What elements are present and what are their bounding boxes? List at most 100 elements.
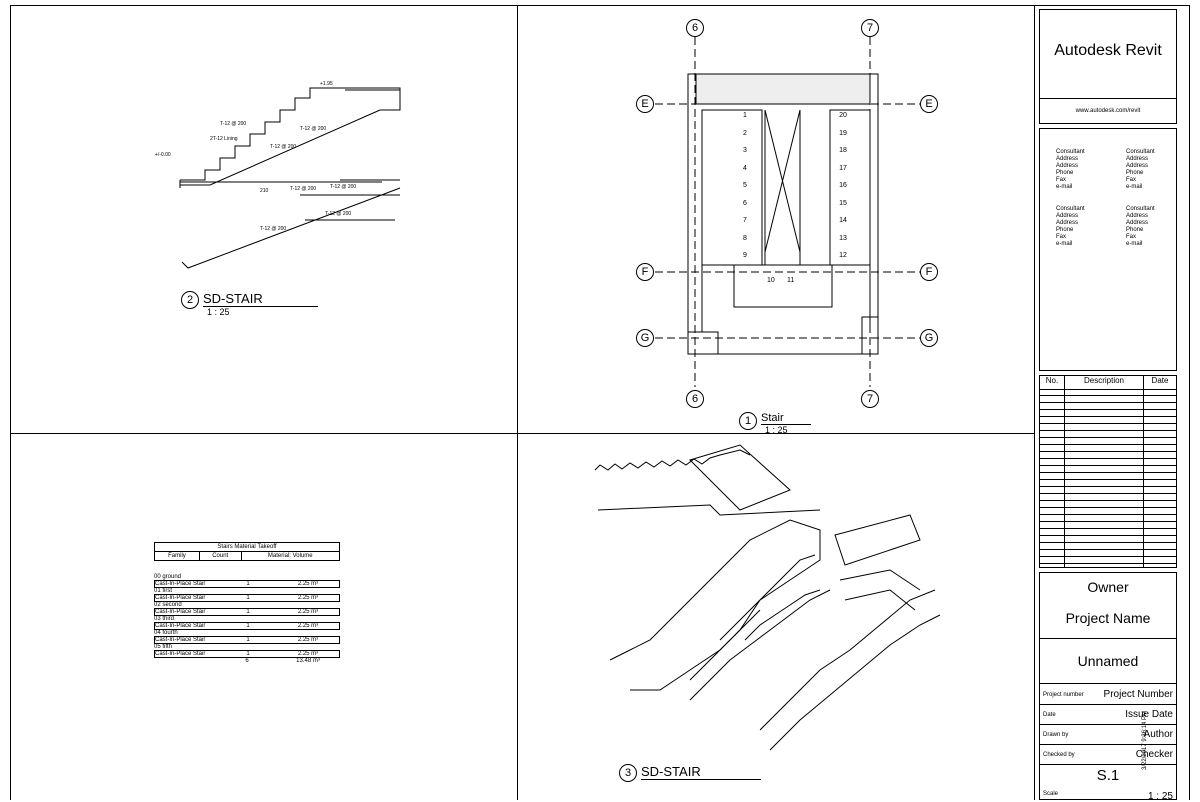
step-tag: 6 [743,199,747,207]
view-scale-1: 1 : 25 [765,425,788,435]
view-title-1: 1 Stair 1 : 25 [739,412,811,435]
step-tag: 15 [839,199,847,207]
svg-text:+1.95: +1.95 [320,81,333,87]
stair-section-detail: +1.95 T-12 @ 200 T-12 @ 200 T-12 @ 200 2… [155,81,401,269]
grid-bubble-e-right: E [920,95,938,113]
stair-plan [655,37,920,387]
brand-logo: Autodesk Revit [1054,42,1162,59]
grid-bubble-g-right: G [920,329,938,347]
step-tag-10: 10 [767,277,775,284]
owner-label: Owner [1087,579,1129,595]
step-tag: 1 [743,112,747,119]
stair-3d-rebar-view [594,444,941,751]
svg-text:+/-0.00: +/-0.00 [155,152,171,158]
step-tag: 20 [839,112,847,119]
rebar-lower [181,187,401,269]
svg-text:T-12 @ 200: T-12 @ 200 [325,211,351,217]
step-tag: 7 [743,217,747,224]
schedule-level: 03 third [154,616,175,622]
svg-text:T-12 @ 200: T-12 @ 200 [290,186,316,192]
grid-bubble-7-top: 7 [861,19,879,37]
project-name: Project Name [1065,610,1151,626]
step-tag: 5 [743,182,747,189]
grid-bubble-e-left: E [636,95,654,113]
svg-text:T-12 @ 200: T-12 @ 200 [270,144,296,150]
step-tag: 17 [839,164,847,172]
titleblock-divider [1034,5,1035,800]
view-number-1: 1 [739,412,757,430]
schedule-level: 00 ground [154,574,182,580]
step-tag: 12 [839,252,847,259]
schedule-level: 02 second [154,602,182,608]
divider-horizontal [10,433,1034,434]
titleblock-brand-box: Autodesk Revit www.autodesk.com/revit [1039,9,1177,124]
step-tag: 14 [839,217,847,224]
material-takeoff-schedule: Stairs Material Takeoff Family Count Mat… [154,542,341,561]
revision-header: No. Description Date [1040,376,1176,390]
stair-soffit [180,109,381,186]
print-timestamp: 3/22/2017 9:36:14 PM [1142,710,1148,770]
schedule-header: Family [154,551,200,561]
brand-url: www.autodesk.com/revit [1075,108,1141,114]
grid-bubble-6-top: 6 [686,19,704,37]
project-info-box: Owner Project Name Unnamed Project numbe… [1039,572,1177,802]
sheet-number: S.1 [1096,767,1120,784]
schedule-header: Count [198,551,242,561]
svg-text:T-12 @ 200: T-12 @ 200 [260,226,286,232]
stair-profile [180,87,401,181]
view-number-2: 2 [181,291,199,309]
sheet-border [10,5,1190,800]
svg-text:T-12 @ 200: T-12 @ 200 [300,126,326,132]
step-tag: 19 [839,129,847,137]
view-title-2: 2 SD-STAIR 1 : 25 [181,291,318,317]
schedule-level: 04 fourth [154,630,178,636]
step-tag: 16 [839,182,847,189]
view-scale-2: 1 : 25 [207,307,230,317]
revision-table: No. Description Date [1039,375,1177,568]
view-name-1: Stair [761,412,811,425]
step-tags-left: 1 2 3 4 5 6 7 8 9 [738,112,752,270]
svg-text:T-12 @ 200: T-12 @ 200 [220,121,246,127]
sheet-name: Unnamed [1077,653,1139,669]
grid-bubble-f-right: F [920,263,938,281]
view-name-3: SD-STAIR [641,764,761,780]
svg-text:2T-12 Lining: 2T-12 Lining [210,136,238,142]
step-tag: 8 [743,234,747,242]
schedule-header: Material: Volume [240,551,341,561]
grid-bubble-7-bottom: 7 [861,390,879,408]
divider-vertical [517,5,518,800]
step-tag: 9 [743,252,747,259]
step-tag: 2 [743,129,747,137]
grid-bubble-f-left: F [636,263,654,281]
step-tag: 4 [743,164,747,172]
svg-text:210: 210 [260,188,269,194]
view-number-3: 3 [619,764,637,782]
step-tag: 13 [839,234,847,242]
step-tag: 3 [743,147,747,154]
view-name-2: SD-STAIR [203,291,318,307]
schedule-title: Stairs Material Takeoff [154,542,340,552]
schedule-level: 05 fifth [154,644,173,650]
step-tags-right: 20 19 18 17 16 15 14 13 12 [836,112,850,270]
schedule-level: 01 first [154,588,173,594]
step-tag: 18 [839,147,847,154]
